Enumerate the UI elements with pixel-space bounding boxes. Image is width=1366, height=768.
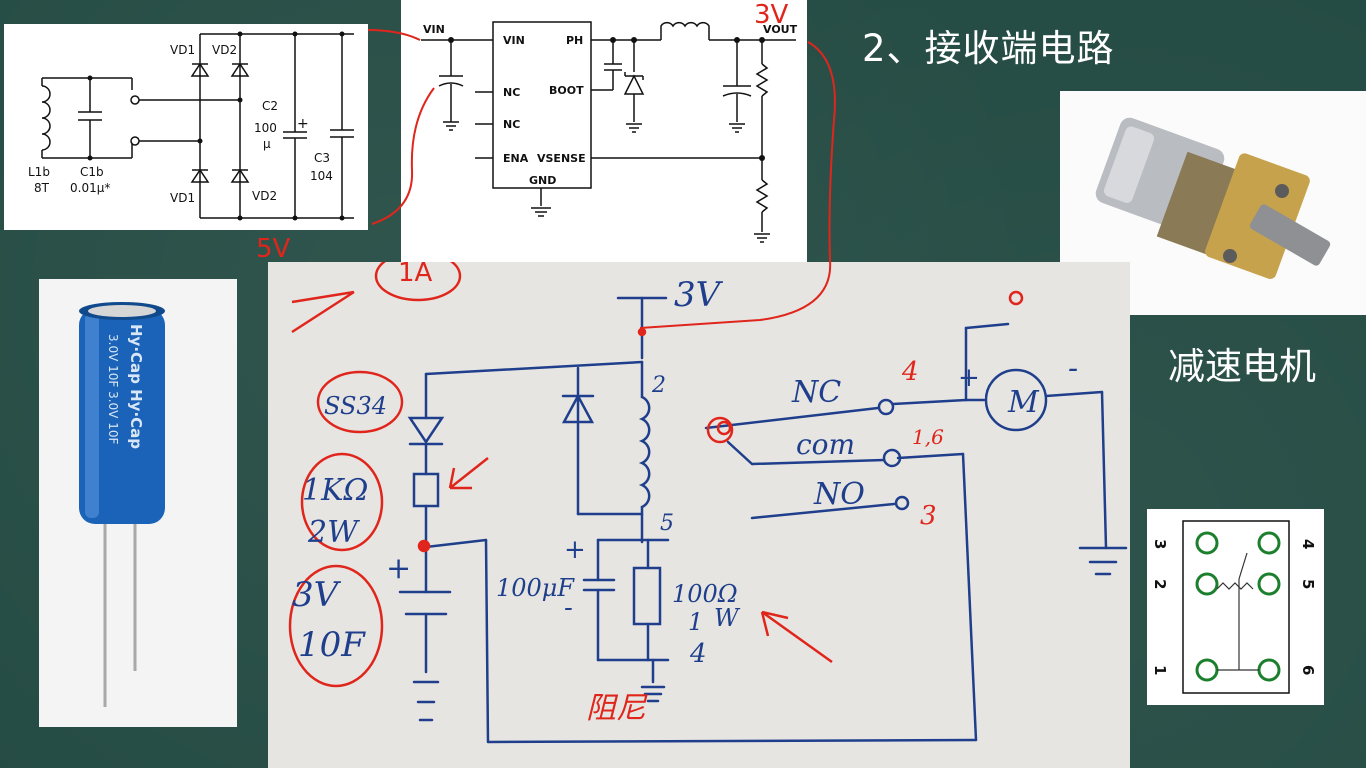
label-l1b-turns: 8T	[34, 181, 50, 195]
pin-nc-1: NC	[503, 86, 520, 99]
buck-drawing: VIN VOUT VIN NC NC ENA PH BOOT VSENSE GN…	[421, 21, 798, 243]
ic-body	[492, 21, 592, 189]
hw-rail-3v: 3V	[674, 275, 724, 315]
pin-ph: PH	[566, 34, 583, 47]
hw-com: com	[796, 428, 855, 461]
label-vd1-top: VD1	[170, 43, 195, 57]
hw-cap-plus: +	[386, 551, 411, 586]
pin-vsense: VSENSE	[537, 152, 586, 165]
hw-100uf-plus: +	[564, 535, 586, 565]
supercapacitor-illustration: Hy·Cap Hy·Cap 3.0V 10F 3.0V 10F	[79, 302, 165, 707]
label-c3-value: 104	[310, 169, 333, 183]
label-c2: C2	[262, 99, 278, 113]
hw-cap-3v: 3V	[292, 575, 342, 615]
label-l1b: L1b	[28, 165, 50, 179]
hw-motor-minus: -	[1068, 351, 1078, 386]
hw-absorb-note: 阻尼	[586, 691, 648, 726]
hw-coil-pin-5: 5	[660, 511, 674, 536]
net-vin: VIN	[423, 23, 445, 36]
hw-resistor-1k: 1KΩ	[302, 473, 368, 508]
hw-coil-pin-2: 2	[651, 373, 666, 398]
relay-pin-4: 4	[1299, 539, 1317, 549]
relay-pin-2: 2	[1151, 579, 1169, 589]
svg-text:3.0V 10F 3.0V 10F: 3.0V 10F 3.0V 10F	[106, 334, 120, 444]
pin-ena: ENA	[503, 152, 529, 165]
hw-100r-unit: W	[714, 604, 741, 632]
gear-motor-illustration	[1095, 117, 1331, 279]
pin-vin: VIN	[503, 34, 525, 47]
relay-pinout-drawing: 3 2 1 4 5 6	[1151, 520, 1317, 694]
relay-pin-6: 6	[1299, 665, 1317, 675]
handdrawn-circuit: 3V SS34 1KΩ 2W 3V 10F + 100μF + - 100Ω 1…	[268, 262, 1130, 768]
gear-motor-photo	[1060, 91, 1366, 315]
label-c2-value: 100	[254, 121, 277, 135]
label-vd2-top: VD2	[212, 43, 237, 57]
hw-100r: 100Ω	[672, 580, 738, 608]
relay-pin-5: 5	[1299, 579, 1317, 589]
hw-no-pin: 3	[920, 501, 937, 531]
label-c2-plus: +	[297, 116, 309, 132]
label-vd2-bottom: VD2	[252, 189, 277, 203]
note-3v: 3V	[754, 0, 789, 30]
hw-cap-10f: 10F	[298, 625, 366, 665]
label-c1b-value: 0.01μ*	[70, 181, 110, 195]
label-vd1-bottom: VD1	[170, 191, 195, 205]
hw-no: NO	[813, 477, 865, 512]
net-vout: VOUT	[763, 23, 798, 36]
motor-label: 减速电机	[1168, 345, 1316, 388]
relay-pin-1: 1	[1151, 665, 1169, 675]
hw-100uf: 100μF	[496, 574, 575, 602]
hw-100r-num: 1	[688, 608, 703, 636]
hw-motor-plus: +	[958, 363, 980, 393]
note-1a: 1A	[398, 258, 433, 288]
supercapacitor-photo: Hy·Cap Hy·Cap 3.0V 10F 3.0V 10F	[39, 279, 237, 727]
page-title: 2、接收端电路	[862, 27, 1115, 70]
note-5v: 5V	[256, 234, 291, 264]
hw-resistor-2w: 2W	[307, 515, 360, 550]
label-c2-unit: μ	[263, 137, 271, 151]
relay-pin-3: 3	[1151, 539, 1169, 549]
label-c3: C3	[314, 151, 330, 165]
label-c1b: C1b	[80, 165, 104, 179]
buck-converter-schematic: VIN VOUT VIN NC NC ENA PH BOOT VSENSE GN…	[401, 0, 807, 262]
hw-nc: NC	[791, 375, 841, 410]
rectifier-schematic: VD1 VD2 VD1 VD2 C2 100 μ + C3 104 L1b 8T…	[4, 24, 368, 230]
handdrawn-drawing: 3V SS34 1KΩ 2W 3V 10F + 100μF + - 100Ω 1…	[288, 262, 1128, 744]
hw-com-pin: 1,6	[912, 425, 944, 449]
hw-100r-den: 4	[689, 639, 707, 669]
hw-nc-pin: 4	[901, 357, 919, 387]
hw-diode-ss34: SS34	[324, 392, 387, 420]
svg-text:Hy·Cap Hy·Cap: Hy·Cap Hy·Cap	[127, 324, 145, 449]
rectifier-drawing: VD1 VD2 VD1 VD2 C2 100 μ + C3 104 L1b 8T…	[28, 31, 354, 221]
hw-100uf-minus: -	[564, 593, 573, 623]
pin-nc-2: NC	[503, 118, 520, 131]
relay-pinout: 3 2 1 4 5 6	[1147, 509, 1324, 705]
pin-boot: BOOT	[549, 84, 584, 97]
pin-gnd: GND	[529, 174, 556, 187]
hw-motor-m: M	[1007, 385, 1040, 420]
